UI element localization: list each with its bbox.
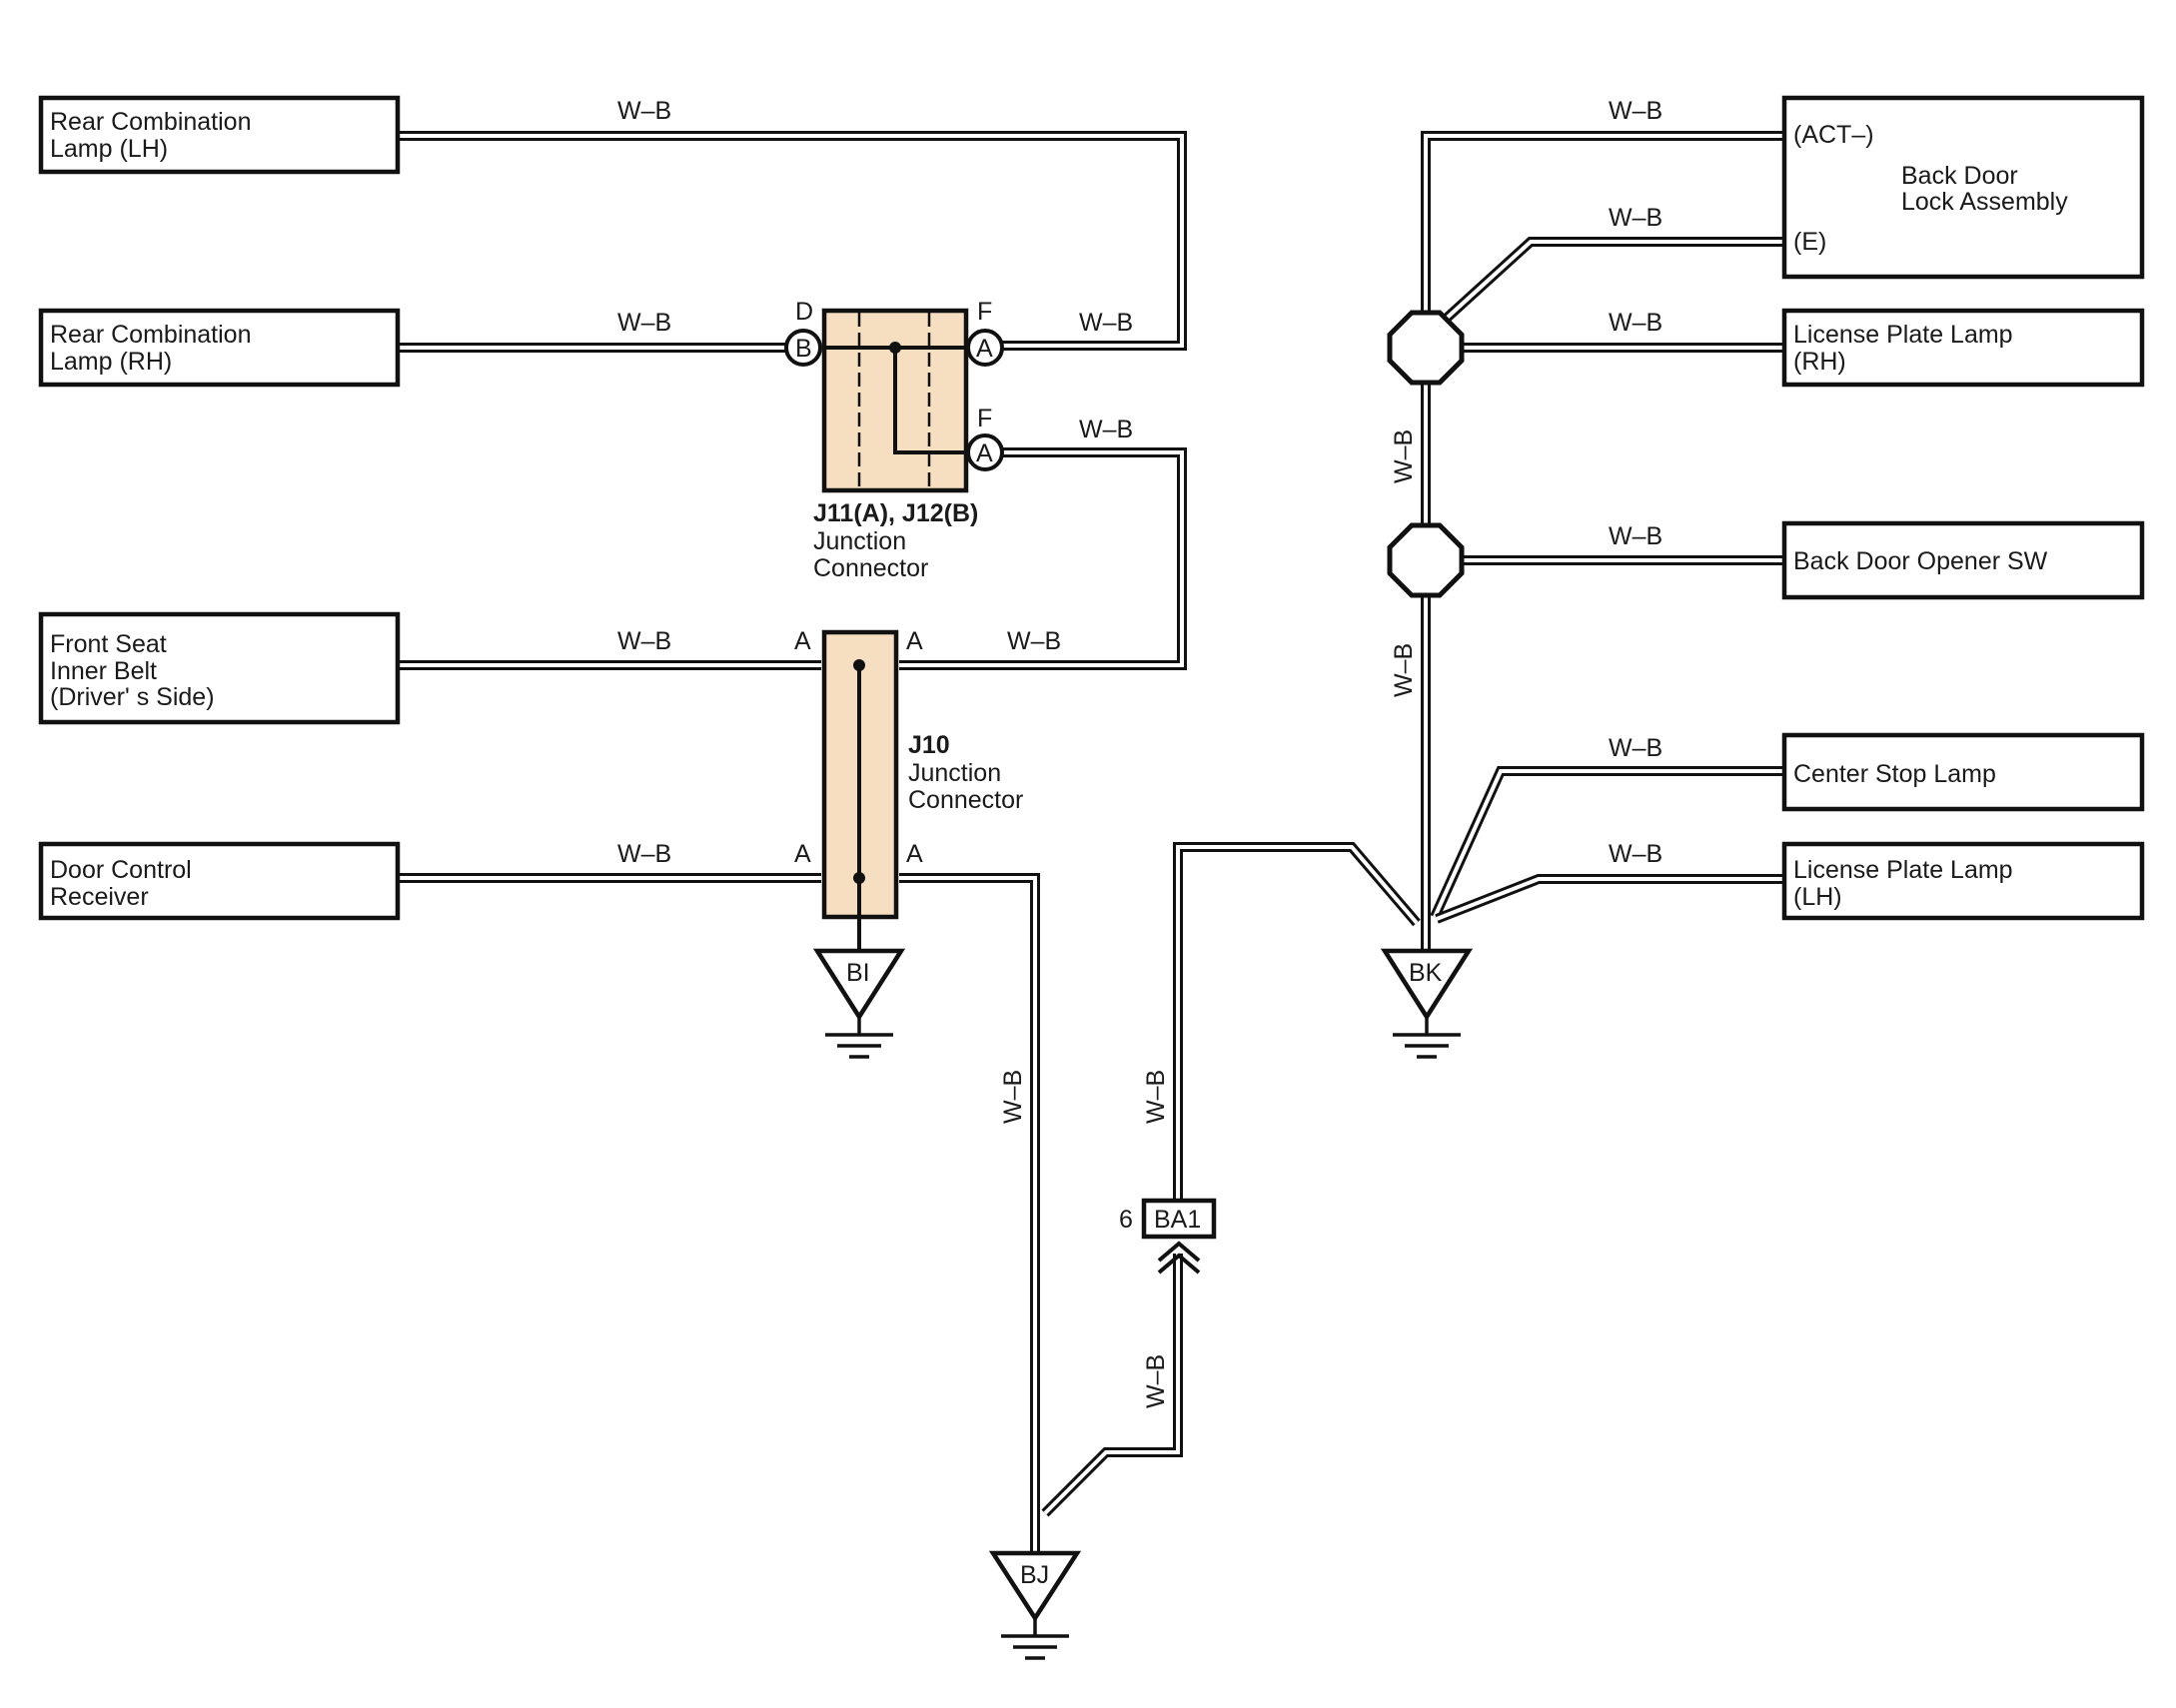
svg-text:Receiver: Receiver <box>50 883 149 911</box>
rear-combination-lamp-lh: Rear Combination Lamp (LH) <box>38 95 401 175</box>
wire-label: W–B <box>1007 627 1061 655</box>
svg-text:(E): (E) <box>1793 228 1826 256</box>
wire-label: W–B <box>617 840 671 868</box>
svg-text:Connector: Connector <box>813 554 928 582</box>
svg-text:B: B <box>795 335 812 363</box>
wire-label: W–B <box>1609 309 1662 337</box>
license-plate-lamp-rh: License Plate Lamp (RH) <box>1781 308 2145 388</box>
wire-label: W–B <box>1390 643 1418 697</box>
svg-text:License Plate Lamp: License Plate Lamp <box>1793 856 2013 884</box>
wire-label: W–B <box>999 1070 1027 1124</box>
wire-label: W–B <box>1079 309 1133 337</box>
wire-label: W–B <box>617 97 671 125</box>
svg-text:(Driver' s Side): (Driver' s Side) <box>50 683 215 711</box>
svg-text:A: A <box>976 439 993 467</box>
svg-text:A: A <box>906 840 923 868</box>
svg-text:Rear Combination: Rear Combination <box>50 108 252 136</box>
svg-text:Inner Belt: Inner Belt <box>50 657 157 685</box>
wire-label: W–B <box>617 627 671 655</box>
center-stop-lamp: Center Stop Lamp <box>1781 732 2145 812</box>
front-seat-inner-belt: Front Seat Inner Belt (Driver' s Side) <box>38 611 401 725</box>
svg-text:A: A <box>794 627 811 655</box>
svg-text:J11(A), J12(B): J11(A), J12(B) <box>813 499 978 527</box>
wires <box>398 131 1784 1553</box>
svg-text:Center Stop Lamp: Center Stop Lamp <box>1793 760 1996 788</box>
svg-text:BA1: BA1 <box>1154 1206 1201 1234</box>
wire-label: W–B <box>1142 1354 1170 1408</box>
wire-label: W–B <box>1609 204 1662 232</box>
svg-text:Lamp (LH): Lamp (LH) <box>50 135 168 163</box>
svg-text:A: A <box>906 627 923 655</box>
splice-upper <box>1387 310 1465 386</box>
wire-label: W–B <box>1390 429 1418 483</box>
junction-connector-j11-j12: B A A D F F J11(A), J12(B) Junction Conn… <box>784 298 1004 582</box>
svg-text:Back Door Opener SW: Back Door Opener SW <box>1793 547 2048 575</box>
back-door-lock-assembly: (ACT–) (E) Back Door Lock Assembly <box>1781 95 2145 280</box>
svg-text:BI: BI <box>846 959 870 987</box>
connector-ba1: BA1 6 <box>1119 1198 1217 1275</box>
wire-label: W–B <box>1079 416 1133 443</box>
svg-text:BJ: BJ <box>1020 1561 1049 1589</box>
svg-text:F: F <box>977 405 992 432</box>
wire-label: W–B <box>1609 97 1662 125</box>
ground-bi: BI <box>812 948 906 1059</box>
wire-label: W–B <box>1609 840 1662 868</box>
svg-text:F: F <box>977 298 992 326</box>
svg-text:Lamp (RH): Lamp (RH) <box>50 348 172 376</box>
svg-text:D: D <box>795 298 813 326</box>
wire-label: W–B <box>617 309 671 337</box>
svg-text:6: 6 <box>1119 1206 1133 1234</box>
svg-text:(LH): (LH) <box>1793 883 1842 911</box>
svg-text:Front Seat: Front Seat <box>50 630 167 658</box>
ground-bj: BJ <box>988 1550 1082 1660</box>
svg-text:Back Door: Back Door <box>1901 162 2018 190</box>
wire-label: W–B <box>1142 1070 1170 1124</box>
pin-circle-a <box>966 329 1004 367</box>
svg-text:(ACT–): (ACT–) <box>1793 121 1874 149</box>
svg-text:Junction: Junction <box>908 759 1001 787</box>
svg-text:J10: J10 <box>908 731 950 759</box>
svg-text:Junction: Junction <box>813 527 906 555</box>
svg-text:Lock Assembly: Lock Assembly <box>1901 188 2068 216</box>
splice-lower <box>1387 522 1465 598</box>
pin-circle-a <box>966 433 1004 471</box>
svg-text:Connector: Connector <box>908 786 1023 814</box>
svg-text:A: A <box>794 840 811 868</box>
wire-labels: W–B W–B W–B W–B W–B W–B W–B W–B W–B W–B … <box>617 97 1662 1408</box>
svg-text:License Plate Lamp: License Plate Lamp <box>1793 321 2013 349</box>
license-plate-lamp-lh: License Plate Lamp (LH) <box>1781 841 2145 921</box>
svg-text:Rear Combination: Rear Combination <box>50 321 252 349</box>
svg-text:Door Control: Door Control <box>50 856 192 884</box>
junction-connector-j10: A A A A J10 Junction Connector <box>794 627 1023 951</box>
back-door-opener-sw: Back Door Opener SW <box>1781 520 2145 600</box>
svg-text:A: A <box>976 335 993 363</box>
pin-circle-b <box>784 329 822 367</box>
wire-label: W–B <box>1609 522 1662 550</box>
rear-combination-lamp-rh: Rear Combination Lamp (RH) <box>38 308 401 388</box>
wire-label: W–B <box>1609 734 1662 762</box>
ground-bk: BK <box>1380 948 1474 1059</box>
door-control-receiver: Door Control Receiver <box>38 841 401 921</box>
svg-text:(RH): (RH) <box>1793 348 1846 376</box>
svg-text:BK: BK <box>1409 959 1443 987</box>
